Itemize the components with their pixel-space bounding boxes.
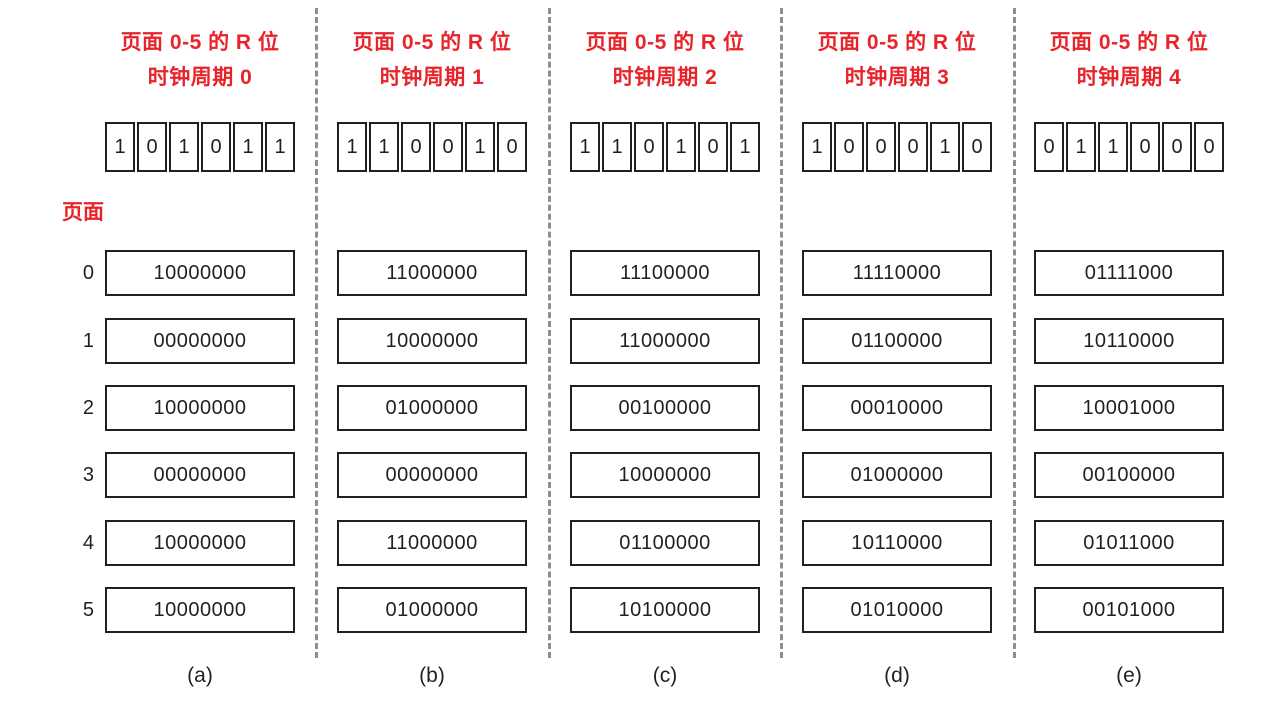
r-bit-cell: 0 [401,122,431,172]
column-caption: (d) [884,664,910,687]
column-caption: (a) [187,664,213,687]
page-row-label-4: 4 [82,532,94,554]
r-bit-cell: 1 [337,122,367,172]
counter-box: 01100000 [570,520,760,566]
r-bit-cell: 1 [570,122,600,172]
counter-box: 00100000 [1034,452,1224,498]
counter-box: 10000000 [105,250,295,296]
r-bit-cell: 0 [962,122,992,172]
counter-box: 01011000 [1034,520,1224,566]
r-bit-cell: 0 [834,122,864,172]
r-bit-cell: 1 [369,122,399,172]
r-bit-cell: 0 [433,122,463,172]
counter-box: 11000000 [570,318,760,364]
r-bit-cell: 0 [201,122,231,172]
counter-box: 01000000 [337,587,527,633]
column-divider [780,8,783,658]
r-bit-cell: 0 [866,122,896,172]
page-row-label-3: 3 [82,464,94,486]
column-title-line1: 页面 0-5 的 R 位 [817,31,977,54]
r-bit-cell: 0 [634,122,664,172]
column-caption: (b) [419,664,445,687]
column-title-line1: 页面 0-5 的 R 位 [352,31,512,54]
counter-box: 01111000 [1034,250,1224,296]
counter-box: 10000000 [105,520,295,566]
page-column-label: 页面 [62,201,104,224]
r-bit-cell: 1 [169,122,199,172]
r-bit-cell: 1 [1066,122,1096,172]
r-bit-cell: 1 [802,122,832,172]
counter-box: 11100000 [570,250,760,296]
r-bit-cell: 1 [465,122,495,172]
r-bit-cell: 0 [1130,122,1160,172]
counter-box: 10110000 [802,520,992,566]
counter-box: 10001000 [1034,385,1224,431]
counter-box: 11110000 [802,250,992,296]
counter-box: 10000000 [337,318,527,364]
r-bit-cell: 0 [137,122,167,172]
page-row-label-2: 2 [82,397,94,419]
r-bit-cell: 0 [1034,122,1064,172]
counter-box: 01010000 [802,587,992,633]
column-title-line2: 时钟周期 3 [844,66,950,89]
counter-box: 00000000 [337,452,527,498]
clock-tick-column-c: 页面 0-5 的 R 位 时钟周期 2 1 1 0 1 0 1 11100000… [549,0,781,718]
r-bits-row: 0 1 1 0 0 0 [1034,122,1224,172]
counter-box: 10000000 [570,452,760,498]
counter-box: 00000000 [105,452,295,498]
r-bit-cell: 0 [1162,122,1192,172]
r-bit-cell: 0 [698,122,728,172]
column-title-line2: 时钟周期 1 [379,66,485,89]
clock-tick-column-d: 页面 0-5 的 R 位 时钟周期 3 1 0 0 0 1 0 11110000… [781,0,1013,718]
clock-tick-column-e: 页面 0-5 的 R 位 时钟周期 4 0 1 1 0 0 0 01111000… [1013,0,1245,718]
counter-box: 01000000 [337,385,527,431]
column-title-line2: 时钟周期 4 [1076,66,1182,89]
counter-box: 10100000 [570,587,760,633]
r-bit-cell: 1 [233,122,263,172]
r-bit-cell: 1 [666,122,696,172]
page-row-label-5: 5 [82,599,94,621]
r-bit-cell: 1 [730,122,760,172]
counter-box: 11000000 [337,520,527,566]
counter-box: 00010000 [802,385,992,431]
column-caption: (c) [652,664,678,687]
counter-box: 00000000 [105,318,295,364]
counter-box: 00101000 [1034,587,1224,633]
counter-box: 11000000 [337,250,527,296]
column-caption: (e) [1116,664,1142,687]
r-bit-cell: 1 [105,122,135,172]
r-bit-cell: 1 [602,122,632,172]
column-divider [548,8,551,658]
counter-box: 01000000 [802,452,992,498]
r-bits-row: 1 1 0 1 0 1 [570,122,760,172]
clock-tick-column-a: 页面 0-5 的 R 位 时钟周期 0 1 0 1 0 1 1 10000000… [84,0,316,718]
r-bits-row: 1 0 0 0 1 0 [802,122,992,172]
r-bit-cell: 0 [898,122,928,172]
column-title-line2: 时钟周期 0 [147,66,253,89]
column-divider [315,8,318,658]
clock-tick-column-b: 页面 0-5 的 R 位 时钟周期 1 1 1 0 0 1 0 11000000… [316,0,548,718]
r-bit-cell: 1 [930,122,960,172]
column-title-line1: 页面 0-5 的 R 位 [120,31,280,54]
r-bit-cell: 0 [497,122,527,172]
column-title-line2: 时钟周期 2 [612,66,718,89]
column-title-line1: 页面 0-5 的 R 位 [585,31,745,54]
r-bit-cell: 1 [265,122,295,172]
counter-box: 01100000 [802,318,992,364]
page-row-label-1: 1 [82,330,94,352]
counter-box: 10110000 [1034,318,1224,364]
column-divider [1013,8,1016,658]
r-bit-cell: 1 [1098,122,1128,172]
r-bit-cell: 0 [1194,122,1224,172]
counter-box: 00100000 [570,385,760,431]
page-row-label-0: 0 [82,262,94,284]
r-bits-row: 1 0 1 0 1 1 [105,122,295,172]
counter-box: 10000000 [105,385,295,431]
counter-box: 10000000 [105,587,295,633]
column-title-line1: 页面 0-5 的 R 位 [1049,31,1209,54]
r-bits-row: 1 1 0 0 1 0 [337,122,527,172]
